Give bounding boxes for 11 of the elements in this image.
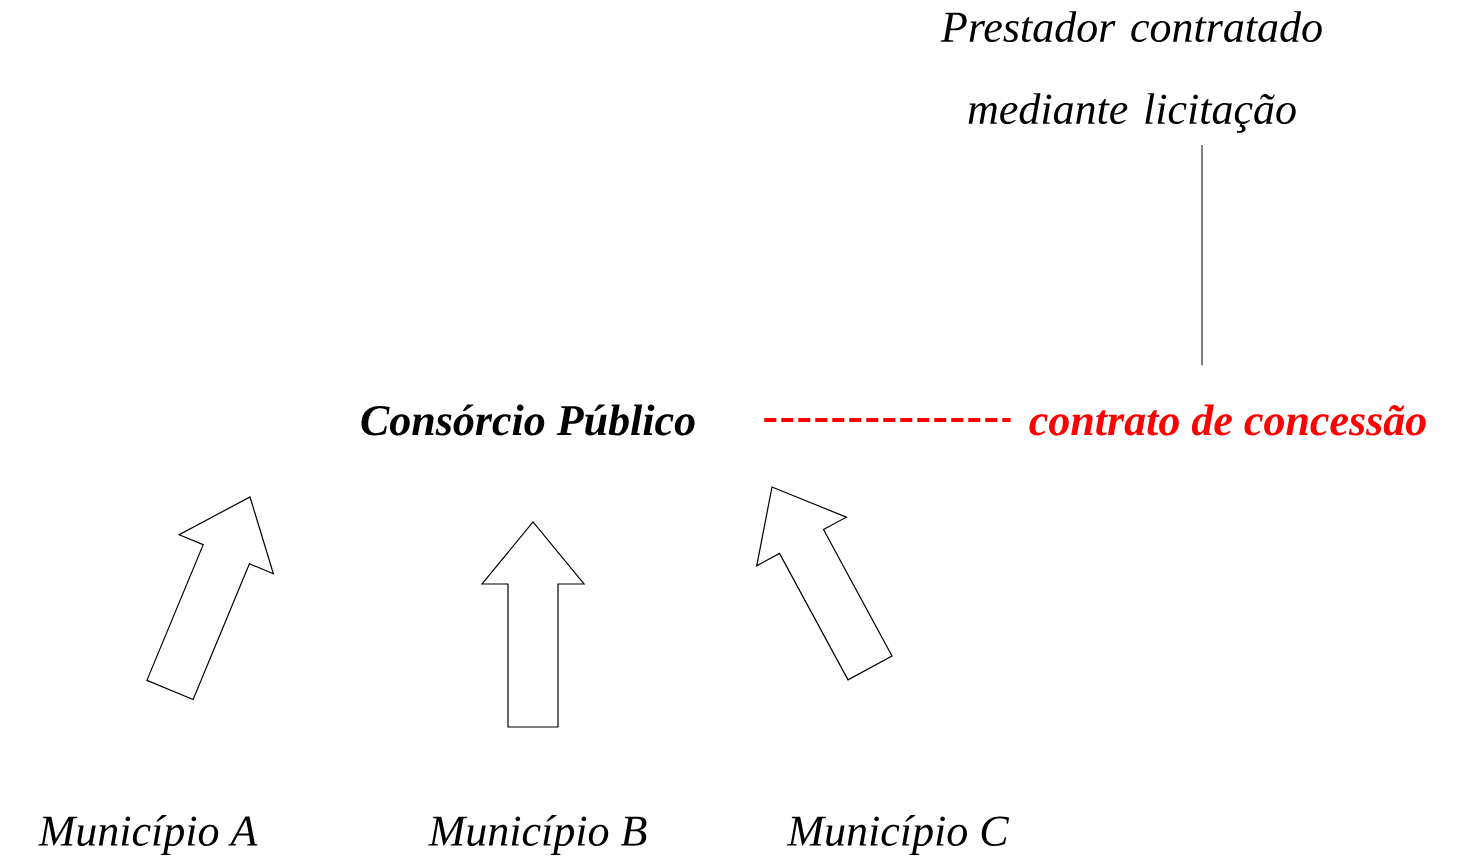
block-arrow <box>146 496 275 701</box>
text-label: Município B <box>428 815 647 855</box>
text-label: Município C <box>786 815 1010 855</box>
text-label: Consórcio Público <box>361 404 695 436</box>
block-arrow <box>755 486 893 681</box>
text-label: contrato de concessão <box>1029 404 1426 436</box>
text-label: Prestador contratado mediante licitação <box>940 11 1322 133</box>
block-arrow <box>480 521 586 728</box>
dashed-line <box>764 418 1011 422</box>
connector-line <box>1201 144 1203 366</box>
text-label: Município A <box>38 815 258 855</box>
